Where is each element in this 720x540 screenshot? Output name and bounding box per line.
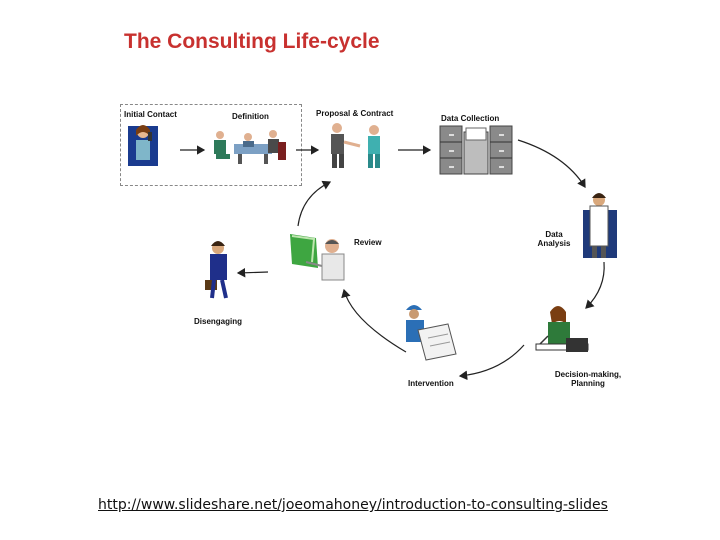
label-intervention: Intervention xyxy=(408,379,454,388)
label-decision-line1: Decision-making, xyxy=(554,370,622,379)
label-data-collection: Data Collection xyxy=(441,114,500,123)
label-data-analysis-line1: Data xyxy=(545,230,563,239)
definition-meeting-figure xyxy=(214,130,286,164)
filing-cabinets-figure xyxy=(439,125,513,175)
label-disengaging: Disengaging xyxy=(194,317,243,326)
initial-contact-figure xyxy=(128,125,158,166)
review-figure xyxy=(290,234,345,281)
label-proposal-contract: Proposal & Contract xyxy=(316,109,394,118)
data-analysis-figure xyxy=(583,193,617,258)
source-link[interactable]: http://www.slideshare.net/joeomahoney/in… xyxy=(98,497,608,513)
label-data-analysis: Data Analysis xyxy=(534,230,574,248)
intervention-figure xyxy=(406,305,457,361)
label-decision-making: Decision-making, Planning xyxy=(546,370,630,388)
proposal-handshake-figure xyxy=(331,123,380,168)
label-definition: Definition xyxy=(232,112,269,121)
arrow-intervention-review xyxy=(341,288,407,353)
slide-title: The Consulting Life-cycle xyxy=(124,30,380,53)
label-initial-contact: Initial Contact xyxy=(124,110,177,119)
arrow-decision-intervention xyxy=(458,344,525,381)
arrow-review-disengaging xyxy=(236,267,269,278)
arrow-analysis-decision xyxy=(585,261,605,309)
label-data-analysis-line2: Analysis xyxy=(537,239,571,248)
arrow-collection-analysis xyxy=(517,139,586,189)
label-decision-line2: Planning xyxy=(571,379,605,388)
arrow-review-proposal xyxy=(297,180,332,227)
decision-making-figure xyxy=(535,306,589,352)
disengaging-figure xyxy=(205,241,228,299)
label-review: Review xyxy=(354,238,382,247)
initial-phase-box xyxy=(120,104,302,186)
